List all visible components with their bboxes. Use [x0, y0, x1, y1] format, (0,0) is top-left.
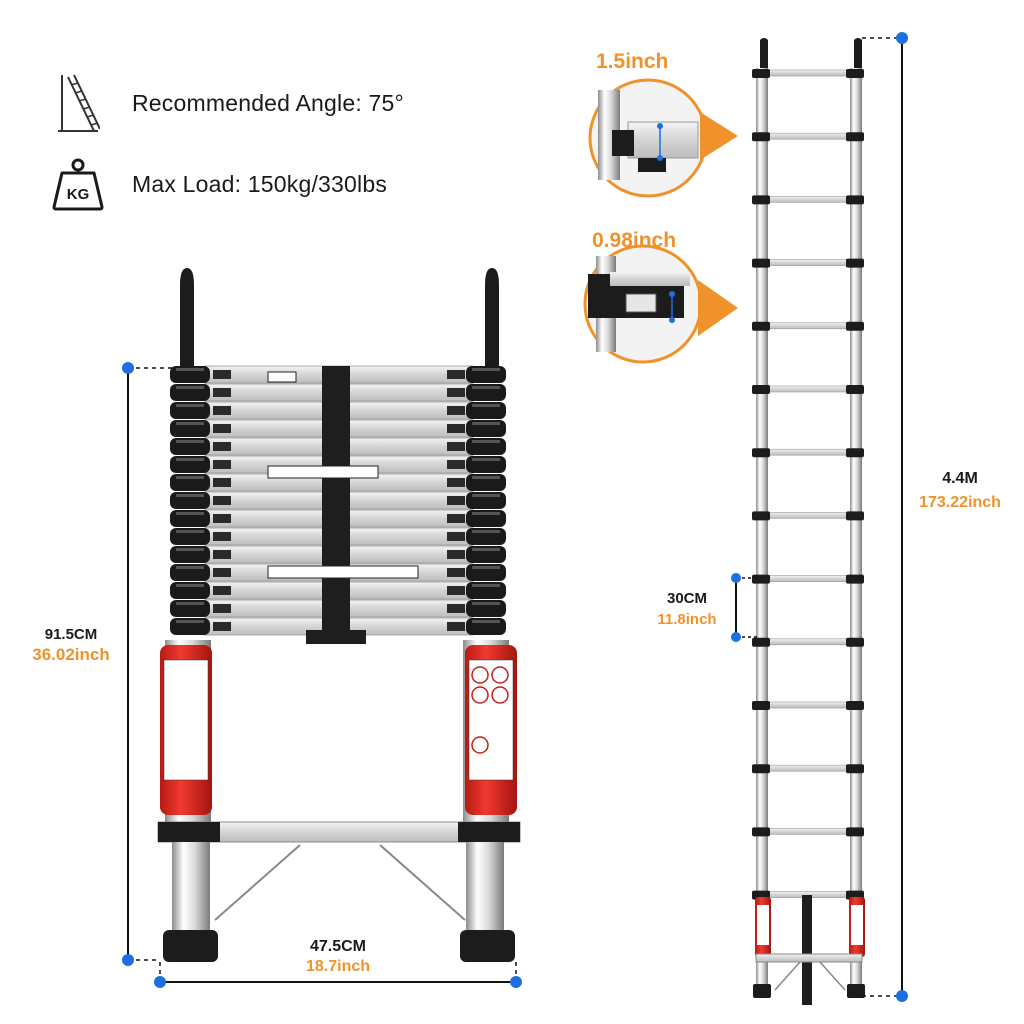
extended-sticker — [757, 905, 769, 945]
right-hook — [485, 268, 499, 370]
extended-height-dimension — [862, 32, 908, 1002]
rung-spacing-imperial: 11.8inch — [657, 611, 717, 628]
extended-foot — [753, 984, 771, 998]
load-label: Max Load: 150kg/330lbs — [132, 170, 388, 197]
extended-rung — [752, 69, 864, 78]
warning-label — [267, 565, 419, 579]
rung-depth-callout — [588, 78, 738, 198]
dimension-marker — [896, 32, 908, 44]
extended-height-imperial: 173.22inch — [919, 494, 1001, 511]
callout-arrow — [698, 280, 738, 336]
dimension-marker — [896, 990, 908, 1002]
extended-rung — [752, 385, 864, 394]
extended-rung — [752, 574, 864, 584]
rung-cap-right — [458, 822, 520, 842]
left-sticker — [163, 659, 209, 781]
extended-strap — [802, 895, 812, 1005]
right-leg — [466, 842, 504, 934]
dimension-marker — [122, 362, 134, 374]
extended-rung — [752, 511, 864, 521]
warning-label — [267, 371, 297, 383]
extended-foot — [847, 984, 865, 998]
collapsed-height-metric: 91.5CM — [44, 626, 98, 643]
rung-spacing-label: 30CM 11.8inch — [636, 590, 738, 628]
safety-pictogram — [471, 686, 489, 704]
rung-height-callout — [583, 244, 738, 364]
extended-rung — [752, 701, 864, 710]
strap-base — [306, 630, 366, 644]
extended-rung — [752, 764, 864, 774]
extended-rung — [752, 132, 864, 142]
stabilizer-brace — [214, 844, 301, 921]
rung-depth-label: 1.5inch — [596, 50, 669, 73]
dimension-marker — [122, 954, 134, 966]
stabilizer-brace — [379, 844, 466, 921]
dimension-marker — [154, 976, 166, 988]
right-sticker — [468, 659, 514, 781]
extended-sticker — [851, 905, 863, 945]
rung-height-label: 0.98inch — [592, 229, 677, 252]
safety-pictogram — [491, 666, 509, 684]
center-strap — [322, 366, 350, 634]
safety-pictogram — [491, 686, 509, 704]
extended-rungs — [752, 69, 864, 900]
extended-height-label: 4.4M 173.22inch — [904, 470, 1016, 512]
spec-angle: Recommended Angle: 75° — [50, 74, 404, 132]
collapsed-height-label: 91.5CM 36.02inch — [18, 626, 124, 665]
warning-label — [267, 465, 379, 479]
callout-arrow — [700, 112, 738, 160]
kg-badge-text: KG — [67, 186, 90, 203]
left-hook — [180, 268, 194, 370]
safety-pictogram — [471, 736, 489, 754]
extended-rung — [752, 448, 864, 458]
top-hook-right — [854, 38, 862, 72]
collapsed-height-imperial: 36.02inch — [32, 645, 110, 664]
extended-left-rail — [756, 68, 768, 996]
spec-load: KG Max Load: 150kg/330lbs — [50, 156, 387, 212]
left-leg — [172, 842, 210, 934]
extended-rung — [752, 258, 864, 268]
dimension-marker — [731, 573, 741, 583]
extended-ladder — [752, 38, 865, 1005]
extended-brace — [819, 961, 846, 991]
dimension-marker — [510, 976, 522, 988]
extended-right-rail — [850, 68, 862, 996]
angle-label: Recommended Angle: 75° — [132, 89, 404, 116]
extended-rung — [752, 637, 864, 647]
rung-cap-left — [158, 822, 220, 842]
extended-rung — [752, 827, 864, 837]
collapsed-height-dimension — [122, 362, 172, 966]
weight-kg-icon: KG — [50, 156, 106, 212]
extended-bottom-rung — [755, 953, 863, 963]
right-foot — [460, 930, 515, 962]
collapsed-width-dimension — [154, 962, 522, 988]
collapsed-ladder — [157, 268, 521, 962]
rung-spacing-metric: 30CM — [666, 590, 707, 607]
collapsed-width-metric: 47.5CM — [309, 938, 367, 955]
rung-spacing-dimension — [731, 573, 760, 642]
extended-height-metric: 4.4M — [942, 470, 978, 487]
extended-brace — [774, 961, 801, 991]
extended-rung — [752, 321, 864, 331]
left-foot — [163, 930, 218, 962]
dimension-marker — [731, 632, 741, 642]
collapsed-width-label: 47.5CM 18.7inch — [278, 938, 398, 976]
collapsed-width-imperial: 18.7inch — [305, 958, 371, 975]
safety-pictogram — [471, 666, 489, 684]
ladder-angle-icon — [50, 74, 106, 132]
top-hook-left — [760, 38, 768, 72]
extended-rung — [752, 195, 864, 205]
